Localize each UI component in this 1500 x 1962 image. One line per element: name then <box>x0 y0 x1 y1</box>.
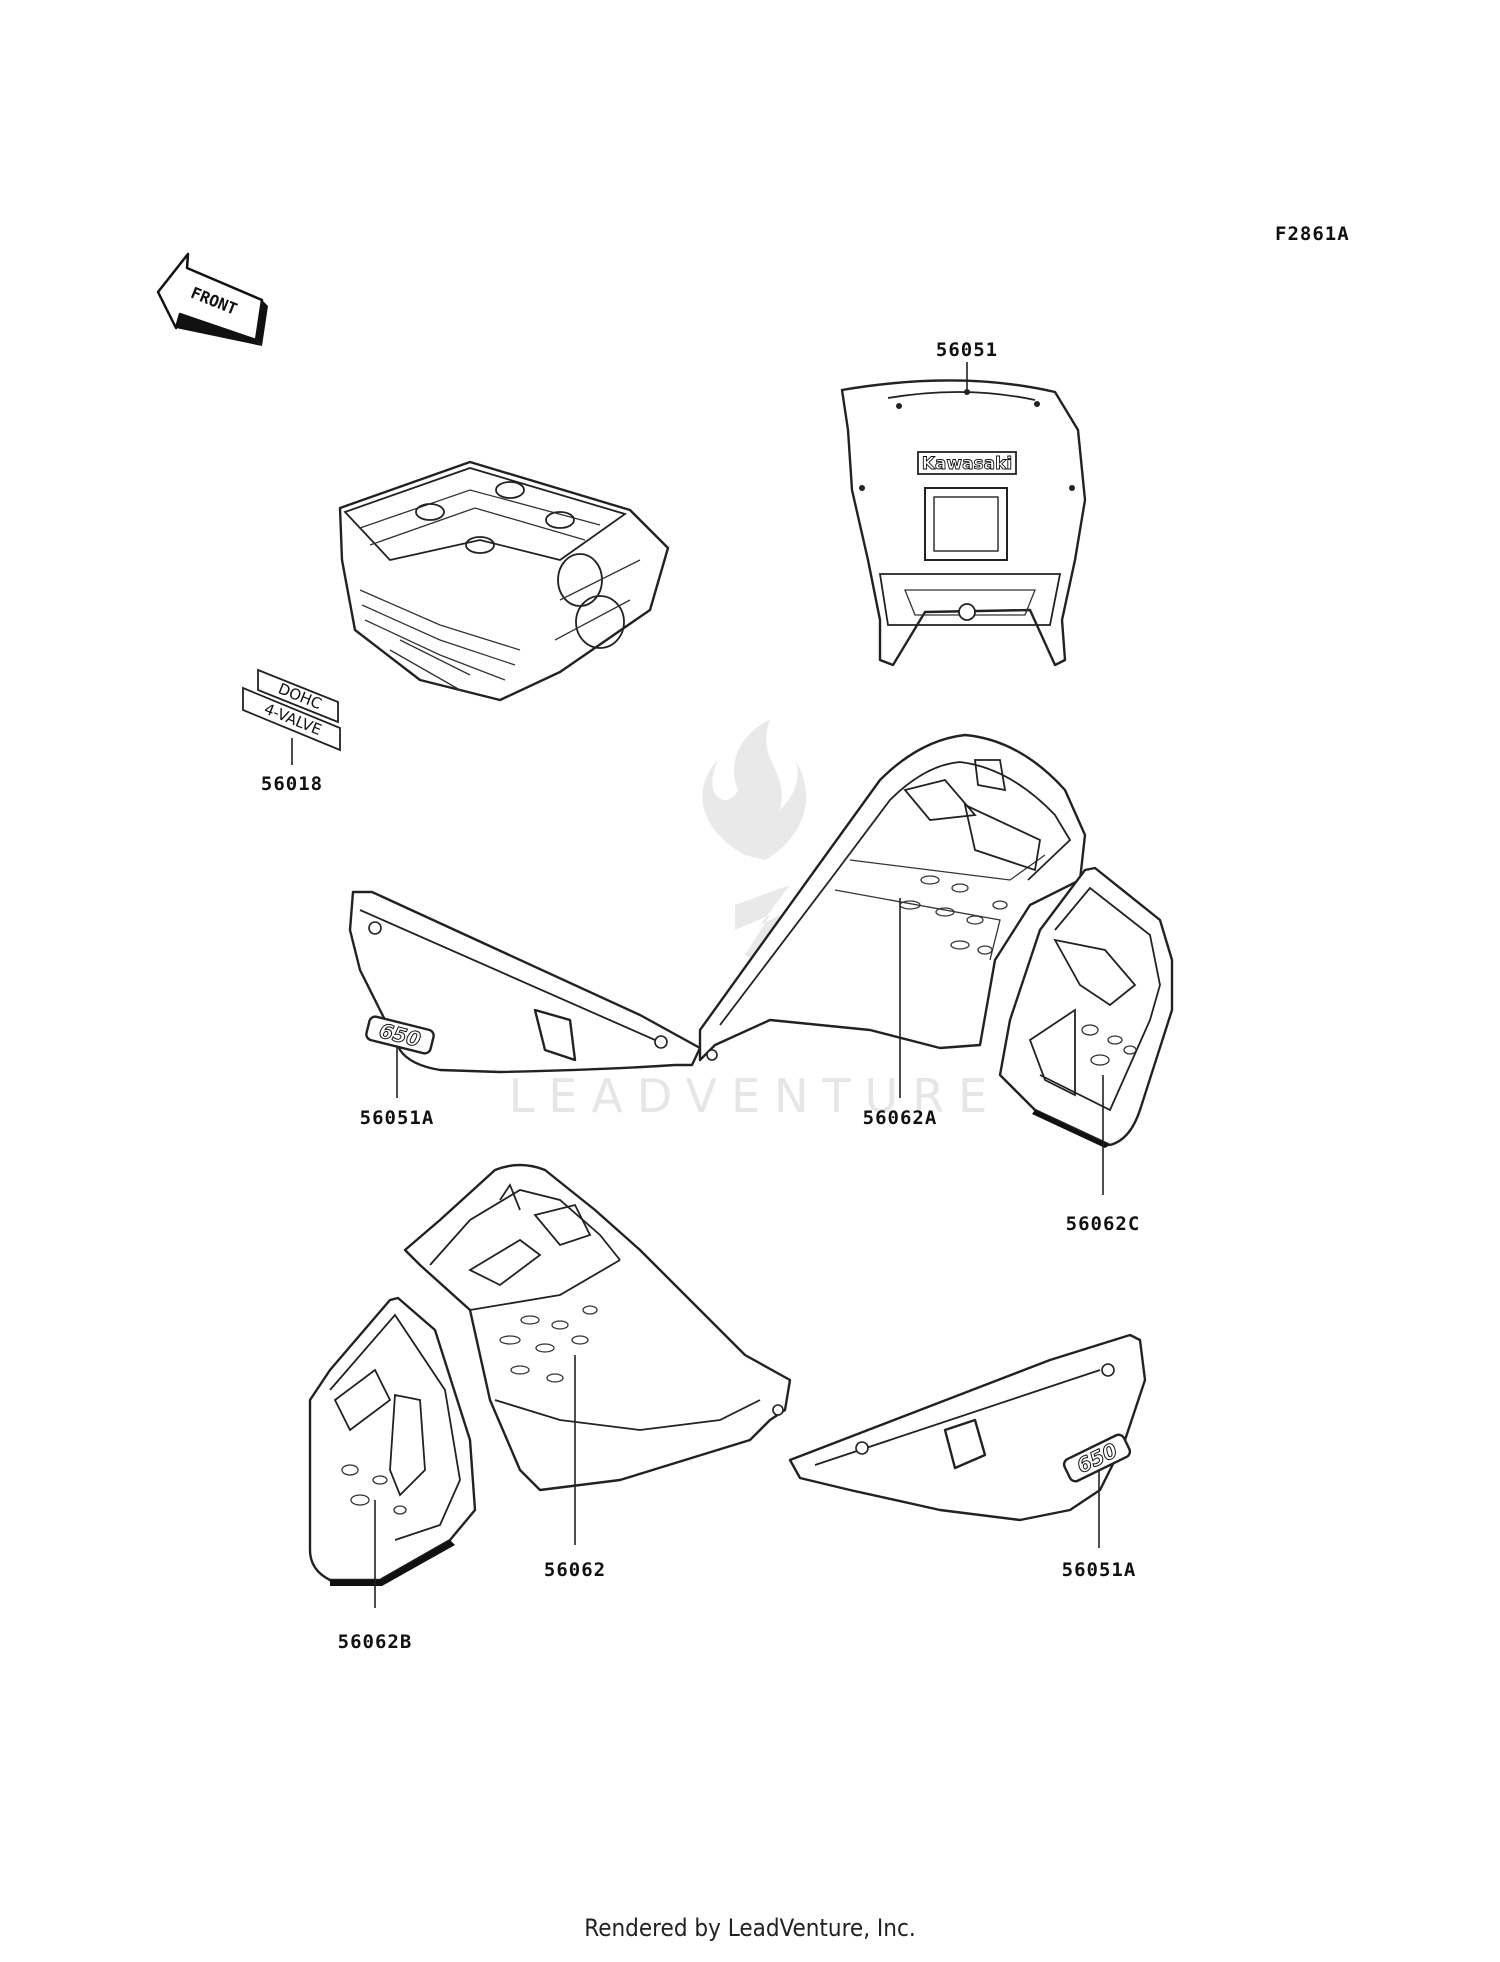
headlight-fairing: Kawasaki <box>840 379 1087 667</box>
callout-56062C: 56062C <box>1066 1213 1141 1235</box>
callout-56062: 56062 <box>544 1559 606 1581</box>
callout-56062B: 56062B <box>338 1631 413 1653</box>
left-shroud-panel <box>308 1296 477 1586</box>
footer-credit: Rendered by LeadVenture, Inc. <box>584 1914 916 1942</box>
right-side-cover: 650 <box>788 1333 1147 1522</box>
left-side-cover: 650 <box>348 890 702 1074</box>
figure-code: F2861A <box>1275 223 1350 245</box>
cylinder-head <box>338 460 670 702</box>
kawasaki-logo-text: Kawasaki <box>922 454 1013 474</box>
displacement-badge-left: 650 <box>377 1018 423 1051</box>
callout-56018: 56018 <box>261 773 323 795</box>
dohc-badge: DOHC 4-VALVE <box>242 668 341 752</box>
right-shroud-panel <box>998 866 1174 1148</box>
watermark-logo <box>702 720 807 965</box>
callout-56051A-left: 56051A <box>360 1107 435 1129</box>
watermark-text: LEADVENTURE <box>509 1069 1002 1123</box>
callout-56051A-right: 56051A <box>1062 1559 1137 1581</box>
right-tank-shroud <box>698 733 1087 1062</box>
callout-56051: 56051 <box>936 339 998 361</box>
left-tank-shroud <box>403 1163 792 1492</box>
callout-56062A: 56062A <box>863 1107 938 1129</box>
front-arrow-icon: FRONT <box>156 252 268 346</box>
